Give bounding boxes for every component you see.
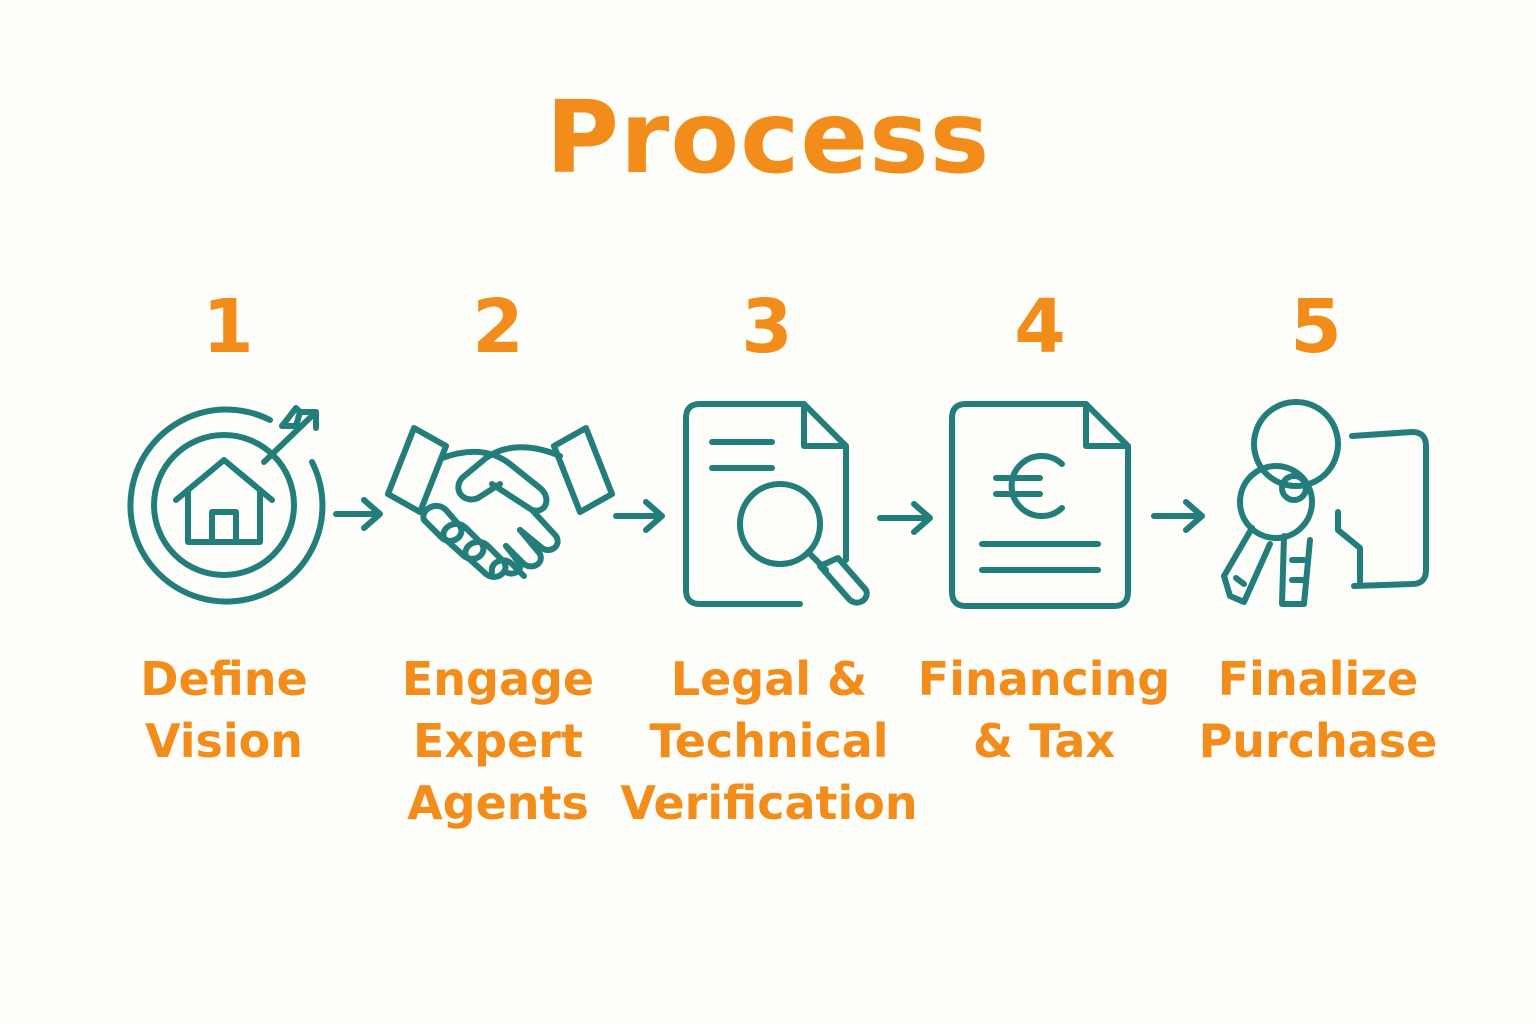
arrow-right-icon [333,497,383,531]
target-house-icon [127,405,326,605]
arrow-right-icon [1151,499,1205,533]
arrow-right-icon [613,499,665,533]
step-4-number: 4 [1014,284,1066,370]
step-3-label: Legal & Technical Verification [620,652,918,830]
step-5-label: Finalize Purchase [1198,652,1438,768]
step-2-label: Engage Expert Agents [401,652,595,830]
step-4-label: Financing & Tax [917,652,1171,768]
euro-document-icon [949,401,1131,609]
step-1-number: 1 [202,284,254,370]
diagram-title: Process [545,79,991,196]
document-magnifier-icon [683,401,870,607]
step-5-number: 5 [1290,284,1342,370]
step-2-number: 2 [472,284,524,370]
arrow-right-icon [877,501,933,535]
step-3-number: 3 [741,284,793,370]
handshake-icon [385,425,615,580]
step-1-label: Define Vision [140,652,308,768]
keys-door-icon [1221,399,1429,607]
